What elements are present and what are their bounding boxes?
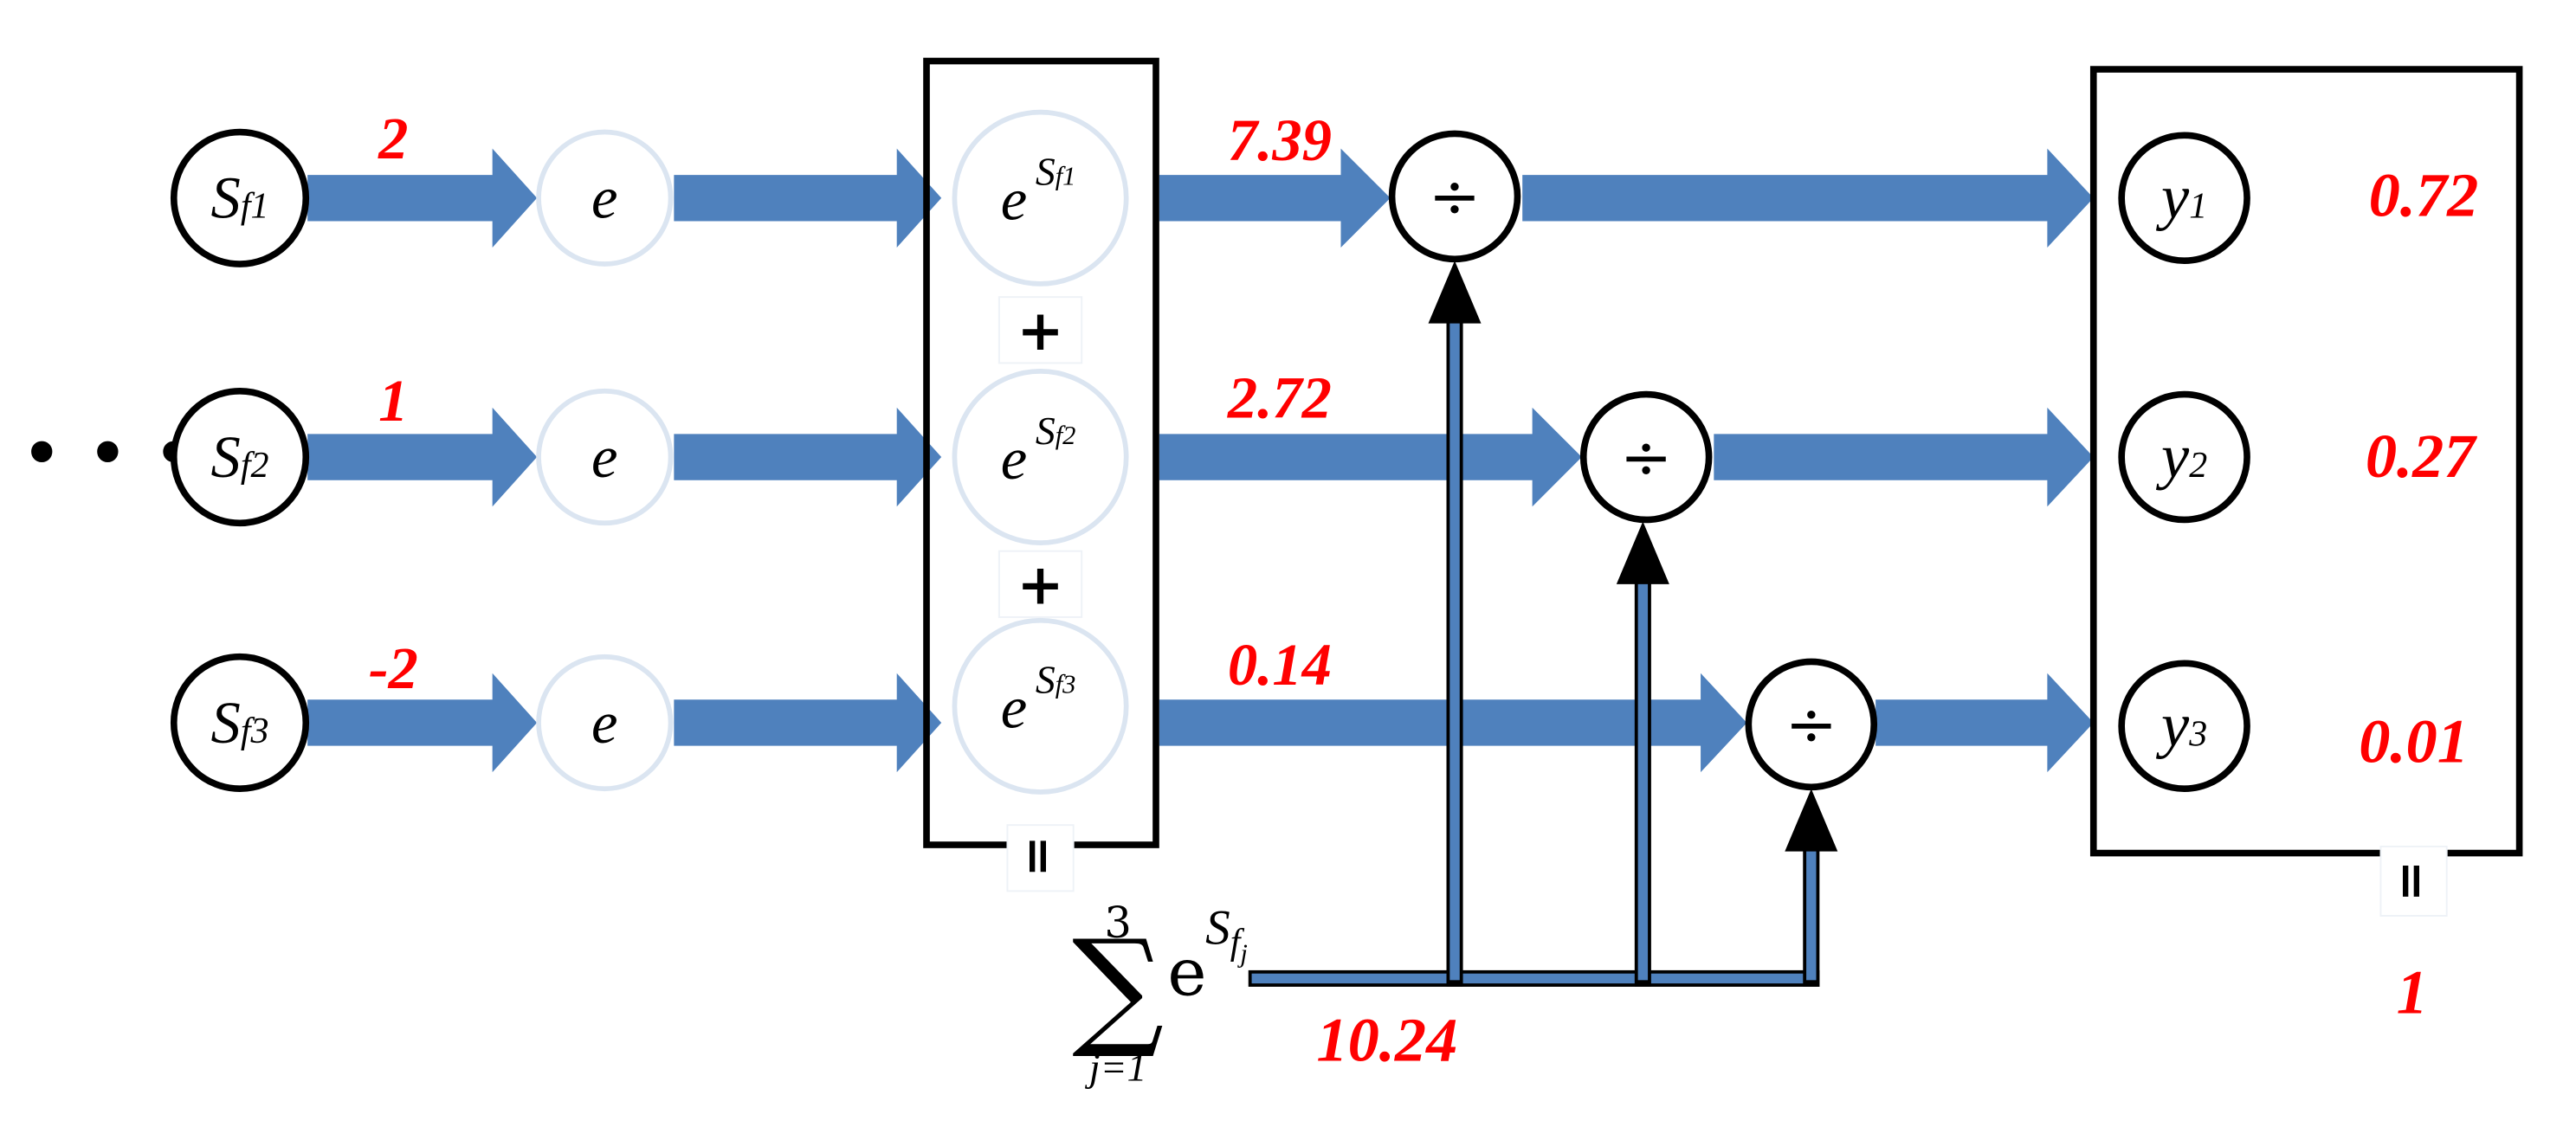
- input-symbol: S: [211, 424, 241, 490]
- input-node-sf2: Sf2: [170, 387, 310, 527]
- plus-sign-2: +: [1017, 552, 1063, 618]
- arrow-e1-to-exp: [674, 148, 942, 248]
- arrow-e2-to-exp: [674, 407, 942, 507]
- ellipsis: • • •: [20, 411, 195, 496]
- svg-text:Sf1: Sf1: [211, 165, 269, 231]
- arrow-sf1-to-e: [307, 148, 538, 248]
- exp-symbol: e: [591, 424, 617, 490]
- divide-symbol: ÷: [1620, 422, 1673, 494]
- arrow-div2-to-y2: [1714, 407, 2094, 507]
- sum-expression: 3 ∑ j=1 e Sfj: [1072, 898, 1248, 1090]
- input-subscript: f3: [241, 712, 269, 751]
- plus-sign-1: +: [1017, 298, 1063, 364]
- exp-value-2: 2.72: [1227, 364, 1332, 430]
- exp-term-3: e Sf3: [952, 617, 1129, 795]
- exp-term-base: e: [1001, 167, 1027, 233]
- input-symbol: S: [211, 165, 241, 231]
- output-box: [2089, 66, 2523, 857]
- arrow-sf3-to-e: [307, 673, 538, 773]
- output-node-y3: y3: [2118, 660, 2250, 793]
- exp-term-base: e: [1001, 426, 1027, 492]
- input-node-sf3: Sf3: [170, 653, 310, 793]
- arrow-e3-to-exp: [674, 673, 942, 773]
- equals-sign-1: =: [1010, 835, 1068, 877]
- arrow-div3-to-y3: [1876, 673, 2094, 773]
- output-node-y1: y1: [2118, 132, 2250, 265]
- output-total: 1: [2397, 956, 2428, 1027]
- input-value-3: -2: [369, 635, 418, 701]
- arrow-div1-to-y1: [1522, 148, 2094, 248]
- divide-symbol: ÷: [1429, 161, 1482, 234]
- output-symbol: y: [2155, 421, 2190, 491]
- sum-sup: S: [1205, 900, 1230, 955]
- input-value-1: 2: [378, 106, 408, 171]
- output-value-2: 0.27: [2366, 421, 2478, 491]
- exp-term-1: e Sf1: [952, 109, 1129, 287]
- input-symbol: S: [211, 690, 241, 756]
- sum-sup-sub-sub: j: [1236, 938, 1247, 968]
- output-value-1: 0.72: [2369, 160, 2479, 230]
- divide-node-3: ÷: [1745, 658, 1878, 791]
- exp-node-3: e: [536, 654, 674, 792]
- svg-text:Sf2: Sf2: [1036, 409, 1076, 453]
- output-subscript: 3: [2188, 715, 2207, 755]
- output-subscript: 1: [2189, 187, 2207, 227]
- input-node-sf1: Sf1: [170, 128, 310, 267]
- svg-text:y3: y3: [2155, 690, 2207, 760]
- divide-node-2: ÷: [1579, 390, 1713, 524]
- exp-value-3: 0.14: [1228, 632, 1332, 698]
- up-arrow-div1: [1428, 261, 1482, 324]
- exp-term-2: e Sf2: [952, 369, 1129, 546]
- svg-text:y2: y2: [2155, 421, 2207, 491]
- svg-text:Sfj: Sfj: [1205, 900, 1248, 968]
- output-symbol: y: [2155, 690, 2190, 760]
- output-subscript: 2: [2189, 446, 2207, 486]
- exp-value-1: 7.39: [1228, 107, 1332, 173]
- exp-term-sup-sub: f1: [1056, 162, 1076, 191]
- exp-symbol: e: [591, 165, 617, 231]
- sum-upper-limit: 3: [1104, 898, 1132, 948]
- exp-node-2: e: [536, 388, 674, 526]
- svg-text:y1: y1: [2155, 162, 2207, 232]
- exp-term-sup-sub: f2: [1056, 421, 1076, 450]
- svg-text:Sf1: Sf1: [1036, 150, 1076, 194]
- arrow-exp1-to-div1: [1159, 148, 1391, 248]
- sum-base: e: [1167, 933, 1206, 1010]
- input-subscript: f1: [241, 187, 269, 227]
- up-arrow-div3: [1785, 789, 1838, 852]
- arrow-exp2-to-div2: [1159, 407, 1582, 507]
- output-value-3: 0.01: [2359, 706, 2469, 776]
- up-arrow-div2: [1616, 521, 1669, 584]
- exp-node-1: e: [536, 129, 674, 267]
- svg-text:Sf3: Sf3: [1036, 658, 1076, 702]
- output-node-y2: y2: [2118, 390, 2250, 524]
- divide-node-1: ÷: [1388, 130, 1521, 263]
- sum-value: 10.24: [1316, 1005, 1457, 1075]
- sum-sigma: ∑: [1072, 912, 1164, 1062]
- exp-term-sup-sub: f3: [1056, 670, 1076, 699]
- input-value-2: 1: [378, 368, 408, 434]
- exp-term-sup: S: [1036, 150, 1056, 194]
- equals-sign-2: =: [2384, 860, 2442, 902]
- sum-distribution-lines: [1248, 261, 1838, 987]
- input-subscript: f2: [241, 446, 269, 486]
- arrow-sf2-to-e: [307, 407, 538, 507]
- divide-symbol: ÷: [1785, 689, 1837, 762]
- exp-term-sup: S: [1036, 409, 1056, 453]
- svg-text:Sf3: Sf3: [211, 690, 269, 756]
- exp-symbol: e: [591, 690, 617, 756]
- output-symbol: y: [2155, 162, 2190, 232]
- svg-text:Sf2: Sf2: [211, 424, 269, 490]
- exp-term-sup: S: [1036, 658, 1056, 702]
- exp-term-base: e: [1001, 675, 1027, 741]
- sum-lower-limit: j=1: [1085, 1046, 1146, 1090]
